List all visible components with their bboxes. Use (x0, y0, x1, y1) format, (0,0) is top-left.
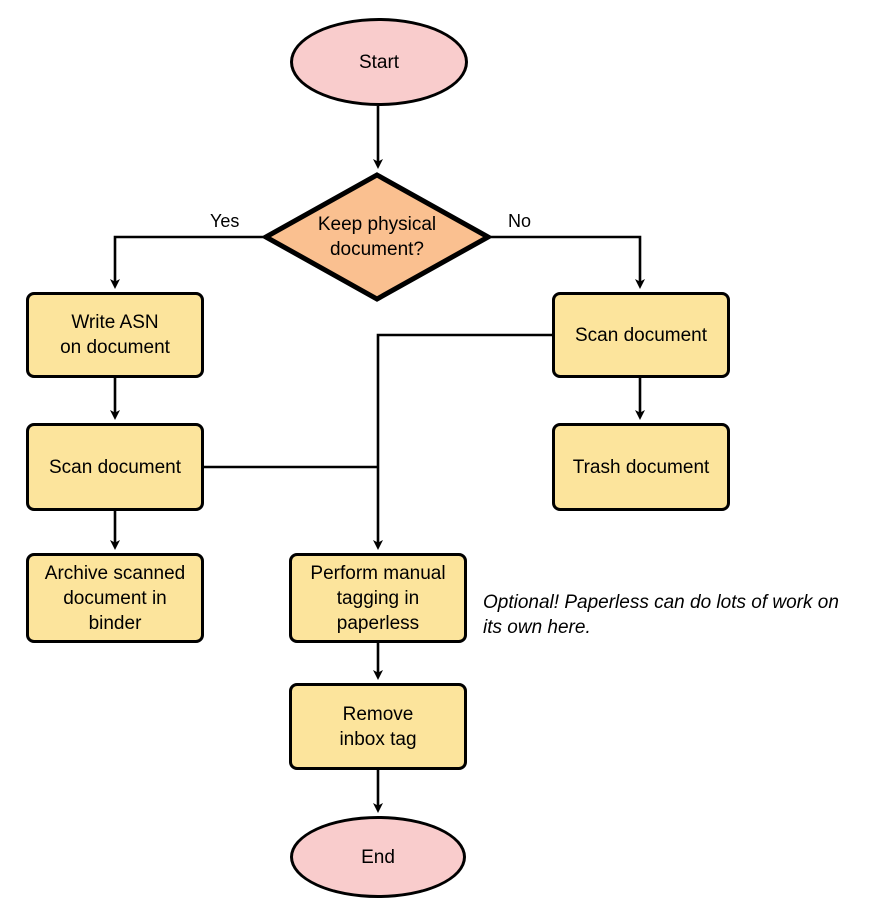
node-archive-scanned-document-label: Archive scanned document in binder (44, 562, 186, 634)
node-scan-document-right[interactable]: Scan document (552, 292, 730, 378)
edge-decision-yes-to-write-asn (110, 235, 263, 289)
edge-scan-right-to-tagging (373, 333, 552, 550)
node-remove-inbox-tag-label: Remove inbox tag (339, 703, 417, 750)
edge-label-yes: Yes (210, 211, 240, 231)
node-keep-physical-document-label: Keep physical document? (317, 214, 437, 260)
node-scan-document-left-label: Scan document (48, 456, 182, 478)
diamond-shape-icon (263, 172, 491, 302)
node-perform-manual-tagging[interactable]: Perform manual tagging in paperless (289, 553, 467, 643)
node-start-label: Start (358, 51, 400, 73)
node-end[interactable]: End (290, 816, 466, 898)
node-keep-physical-document[interactable]: Keep physical document? (263, 172, 491, 302)
node-write-asn[interactable]: Write ASN on document (26, 292, 204, 378)
node-end-label: End (361, 846, 395, 868)
node-perform-manual-tagging-label: Perform manual tagging in paperless (310, 562, 446, 634)
optional-note: Optional! Paperless can do lots of work … (483, 590, 883, 640)
node-scan-document-right-label: Scan document (574, 324, 708, 346)
edge-label-no: No (508, 211, 532, 231)
node-remove-inbox-tag[interactable]: Remove inbox tag (289, 683, 467, 770)
node-trash-document[interactable]: Trash document (552, 423, 730, 511)
edge-decision-no-to-scan-right (491, 235, 645, 289)
node-scan-document-left[interactable]: Scan document (26, 423, 204, 511)
node-write-asn-label: Write ASN on document (60, 312, 170, 358)
node-start[interactable]: Start (290, 18, 468, 106)
optional-note-line-1: Optional! Paperless can do lots of work … (483, 592, 839, 613)
optional-note-line-2: its own here. (483, 617, 591, 638)
node-trash-document-label: Trash document (572, 456, 710, 478)
node-archive-scanned-document[interactable]: Archive scanned document in binder (26, 553, 204, 643)
